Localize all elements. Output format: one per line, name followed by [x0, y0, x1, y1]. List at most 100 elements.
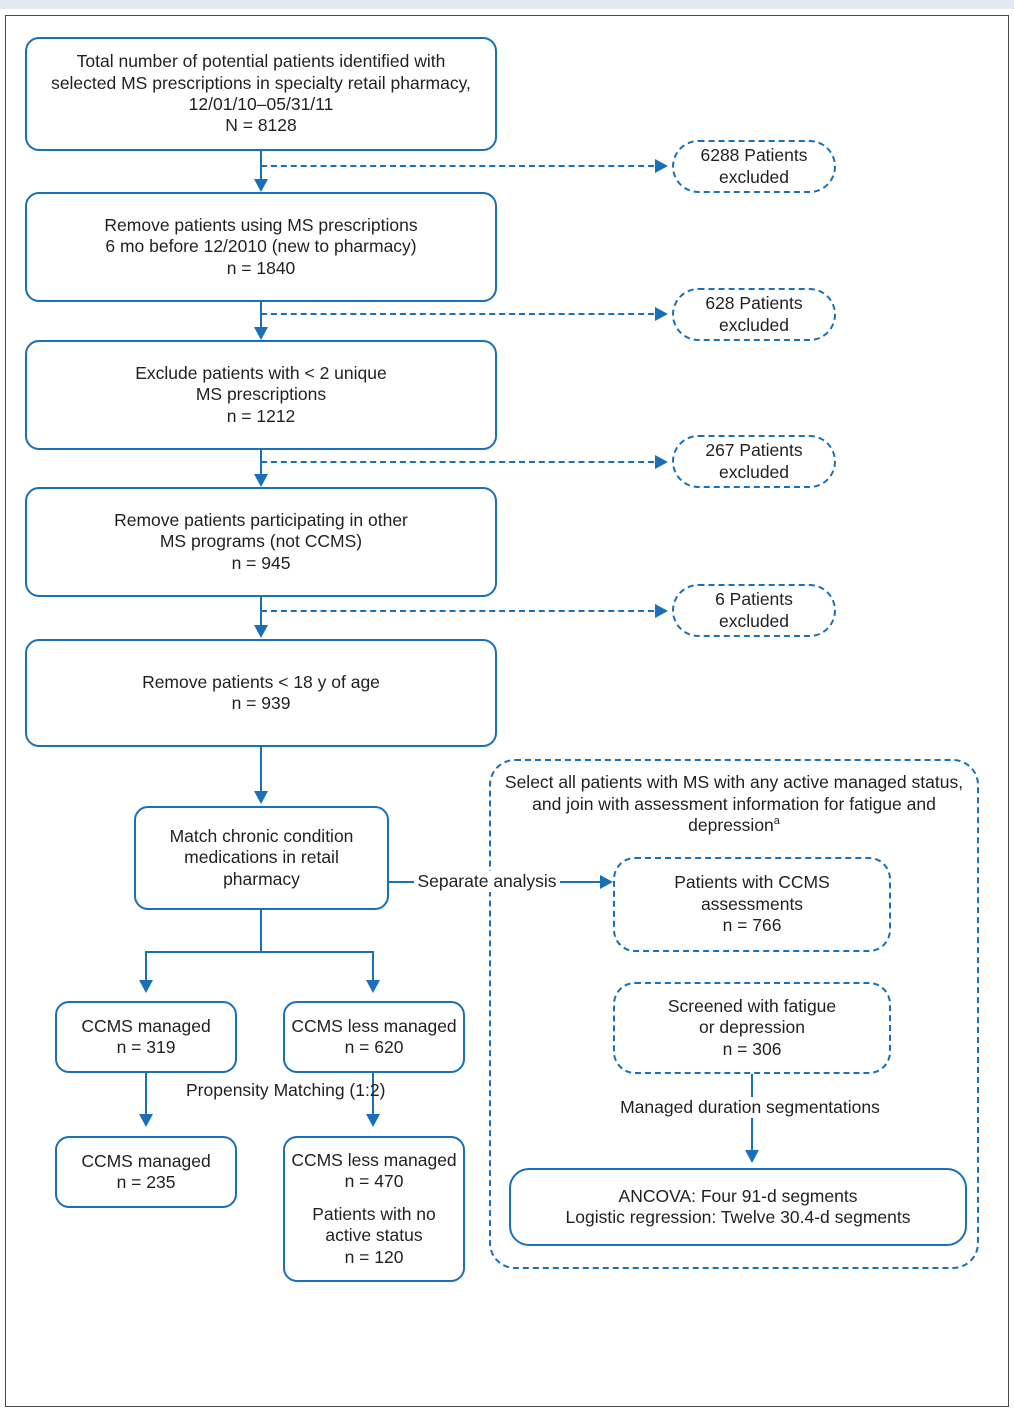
node-ccms-managed-post: CCMS managed n = 235 — [55, 1136, 237, 1208]
heading-line: status, and join with assessment informa… — [532, 772, 964, 814]
node-screened-fatigue-depression: Screened with fatigue or depression n = … — [613, 982, 891, 1074]
node-line: n = 235 — [116, 1172, 176, 1192]
node-line: Screened with fatigue — [667, 995, 837, 1016]
edge-label-managed-duration: Managed duration segmentations — [600, 1097, 900, 1118]
node-line: n = 306 — [722, 1038, 782, 1059]
connector-arrowhead — [253, 179, 268, 192]
node-line: or depression — [698, 1017, 806, 1038]
exclusion-count: 267 Patients — [705, 440, 803, 461]
heading-line: Select all patients with MS with any act… — [504, 772, 907, 792]
node-excluded-4: 6 Patients excluded — [672, 584, 836, 637]
node-line: MS programs (not CCMS) — [159, 531, 363, 552]
connector-arrowhead — [138, 1114, 153, 1127]
connector-arrowhead — [138, 980, 153, 993]
node-total-identified: Total number of potential patients ident… — [25, 37, 497, 151]
heading-line: and depressiona — [688, 794, 936, 836]
edge-label-separate-analysis: Separate analysis — [414, 871, 560, 892]
node-line: medications in retail — [184, 847, 339, 868]
node-line: active status — [325, 1225, 423, 1246]
node-line: n = 319 — [116, 1037, 176, 1057]
node-line: n = 120 — [344, 1246, 404, 1267]
exclusion-label: excluded — [718, 166, 790, 187]
node-remove-under-18: Remove patients < 18 y of age n = 939 — [25, 639, 497, 747]
node-line: Patients with no — [312, 1203, 436, 1224]
footnote-marker-a: a — [773, 815, 780, 828]
heading-text: and depression — [688, 793, 936, 836]
exclusion-count: 6 Patients — [715, 589, 793, 610]
connector-arrowhead — [744, 1150, 759, 1163]
node-line: 6 mo before 12/2010 (new to pharmacy) — [105, 236, 417, 257]
node-ccms-less-managed-pre: CCMS less managed n = 620 — [283, 1001, 465, 1073]
node-line: N = 8128 — [225, 115, 297, 136]
connector-line — [372, 951, 375, 982]
exclusion-label: excluded — [718, 610, 790, 631]
node-line: CCMS less managed — [291, 1150, 457, 1171]
node-line: CCMS managed — [81, 1015, 211, 1036]
node-line: CCMS less managed — [291, 1015, 457, 1036]
connector-line — [260, 302, 263, 329]
node-line: ANCOVA: Four 91-d segments — [618, 1185, 858, 1206]
node-line: Exclude patients with < 2 unique — [135, 362, 387, 383]
node-match-chronic-medications: Match chronic condition medications in r… — [134, 806, 389, 910]
connector-line — [372, 1073, 375, 1117]
node-line: Remove patients < 18 y of age — [142, 671, 380, 692]
connector-arrowhead — [253, 327, 268, 340]
edge-label-line: Propensity — [186, 1080, 269, 1100]
node-ancova-logistic-models: ANCOVA: Four 91-d segments Logistic regr… — [509, 1168, 967, 1246]
separate-analysis-heading: Select all patients with MS with any act… — [500, 772, 968, 837]
node-line: Logistic regression: Twelve 30.4-d segme… — [565, 1207, 911, 1227]
exclusion-arrowhead-4 — [655, 604, 668, 618]
node-ccms-managed-pre: CCMS managed n = 319 — [55, 1001, 237, 1073]
exclusion-label: excluded — [718, 314, 790, 335]
node-line: assessments — [700, 893, 804, 914]
node-remove-prior-users: Remove patients using MS prescriptions 6… — [25, 192, 497, 302]
node-exclude-less-than-2-unique: Exclude patients with < 2 unique MS pres… — [25, 340, 497, 450]
separate-analysis-arrowhead — [600, 875, 613, 889]
edge-label-line: Matching (1:2) — [273, 1080, 386, 1100]
node-line: pharmacy — [223, 868, 300, 889]
edge-label-propensity-matching: Propensity Matching (1:2) — [186, 1080, 385, 1101]
separate-analysis-connector-right — [558, 881, 606, 884]
connector-line — [145, 951, 374, 954]
connector-line — [260, 747, 263, 792]
node-line: Match chronic condition — [169, 825, 354, 846]
exclusion-count: 6288 Patients — [700, 145, 808, 166]
connector-line — [145, 1073, 148, 1117]
node-line: n = 766 — [722, 915, 782, 936]
page-top-strip — [0, 0, 1014, 9]
node-line: Remove patients using MS prescriptions — [104, 214, 418, 235]
node-line: n = 470 — [344, 1171, 404, 1192]
node-patients-with-ccms-assessments: Patients with CCMS assessments n = 766 — [613, 857, 891, 952]
connector-line — [260, 910, 263, 953]
node-ccms-less-managed-post: CCMS less managed n = 470 Patients with … — [283, 1136, 465, 1282]
node-remove-other-programs: Remove patients participating in other M… — [25, 487, 497, 597]
exclusion-arrowhead-1 — [655, 159, 668, 173]
exclusion-count: 628 Patients — [705, 293, 803, 314]
node-line: Remove patients participating in other — [114, 509, 408, 530]
node-line: 12/01/10–05/31/11 — [188, 94, 334, 114]
exclusion-connector-1 — [261, 165, 654, 167]
node-line: n = 1212 — [226, 405, 296, 426]
exclusion-arrowhead-2 — [655, 307, 668, 321]
connector-arrowhead — [365, 980, 380, 993]
separate-analysis-connector-left — [389, 881, 416, 884]
node-line: n = 939 — [231, 693, 291, 713]
node-line: Total number of potential patients ident… — [76, 51, 446, 72]
node-line: CCMS managed — [81, 1150, 211, 1171]
exclusion-connector-3 — [261, 461, 654, 463]
node-excluded-2: 628 Patients excluded — [672, 288, 836, 341]
connector-arrowhead — [365, 1114, 380, 1127]
node-excluded-1: 6288 Patients excluded — [672, 140, 836, 193]
exclusion-label: excluded — [718, 461, 790, 482]
node-line: n = 945 — [231, 552, 291, 573]
exclusion-arrowhead-3 — [655, 455, 668, 469]
connector-line — [260, 450, 263, 476]
connector-arrowhead — [253, 625, 268, 638]
connector-line — [145, 951, 148, 982]
node-line: selected MS prescriptions in specialty r… — [51, 72, 471, 93]
node-line: n = 1840 — [226, 257, 296, 278]
node-line: n = 620 — [344, 1037, 404, 1057]
connector-arrowhead — [253, 791, 268, 804]
exclusion-connector-2 — [261, 313, 654, 315]
